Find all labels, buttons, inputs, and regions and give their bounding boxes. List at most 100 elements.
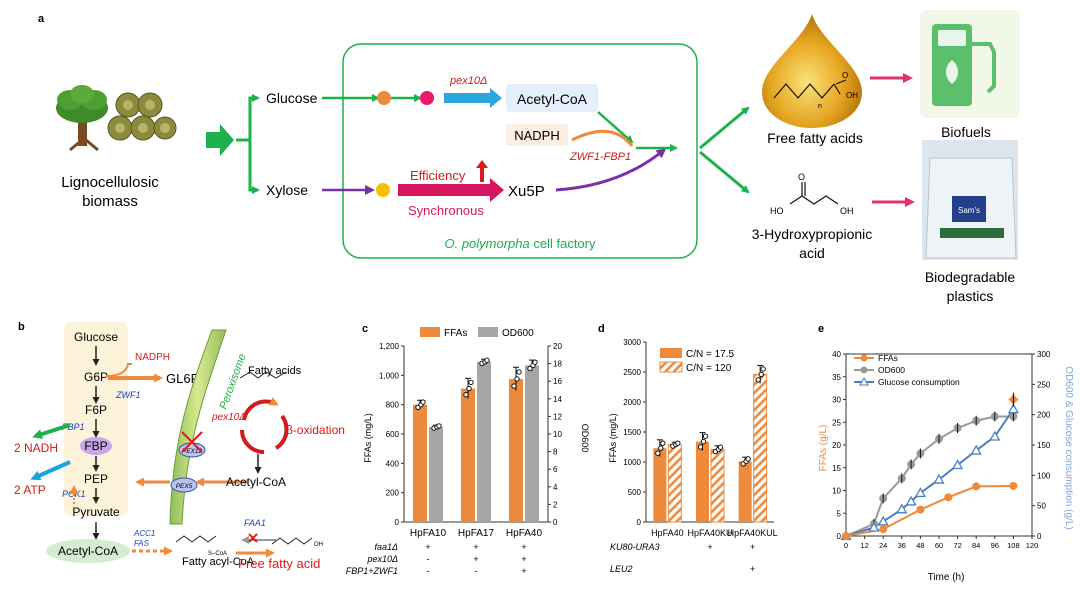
c-genotype-mark: + — [425, 542, 430, 552]
d-legend-swatch-17 — [660, 348, 682, 358]
d-replicate-dot — [702, 433, 709, 439]
e-ytick-label-left: 25 — [832, 418, 841, 427]
d-bar-cn120 — [667, 444, 682, 523]
nadph-box — [506, 124, 568, 146]
d-category-label: HpFA40 — [651, 528, 684, 538]
d-replicate-dot — [758, 371, 764, 378]
c-bar-ffa — [509, 379, 523, 522]
e-legend-marker — [859, 376, 869, 386]
e-xtick-label: 84 — [972, 541, 980, 550]
c-replicate-dot — [436, 423, 442, 429]
c-replicate-dot — [463, 391, 469, 398]
b-faa1-deleted-icon — [248, 533, 258, 543]
e-point-glucose — [951, 459, 964, 470]
xu5p-label: Xu5P — [508, 183, 545, 200]
biomass-label-1: Lignocellulosic — [61, 174, 159, 191]
d-genotype-mark: + — [750, 542, 755, 552]
b-pex5: PEX5 — [176, 483, 193, 490]
b-fas: FAS — [134, 539, 150, 548]
e-ytick-label-right: 200 — [1037, 411, 1051, 420]
b-fbp-node — [80, 437, 112, 455]
d-ytick-label: 3000 — [623, 338, 641, 347]
acetyl-to-hub-arrow — [597, 111, 634, 144]
c-replicate-dot — [484, 357, 490, 363]
panel-e: e FFAs (g/L) OD600 & Glucose consumption… — [818, 323, 1074, 583]
b-acc1: ACC1 — [133, 529, 155, 538]
e-point-ffa — [972, 482, 981, 491]
c-genotype-mark: - — [427, 566, 430, 576]
e-line-od — [845, 415, 1014, 537]
c-replicate-dot — [468, 379, 474, 386]
xylose-split-arrow — [236, 138, 260, 194]
3hp-molecule-icon: O HO OH — [770, 172, 854, 216]
b-pex12-deleted-icon — [181, 431, 203, 453]
c-ylabel-left: FFAs (mg/L) — [363, 413, 373, 463]
c-ytick-label-left: 800 — [386, 401, 400, 410]
biomass-label-2: biomass — [82, 193, 138, 210]
e-point-glucose — [877, 515, 889, 526]
b-atp-arrow — [30, 460, 71, 481]
efficiency-up-icon — [476, 160, 488, 182]
e-xtick-label: 0 — [844, 541, 848, 550]
e-ytick-label-left: 5 — [837, 509, 842, 518]
efficiency-label: Efficiency — [410, 168, 466, 183]
d-genotype-mark: + — [707, 542, 712, 552]
c-bar-ffa — [461, 388, 475, 522]
c-replicate-dot — [532, 359, 538, 365]
e-legend-label: FFAs — [878, 353, 898, 363]
c-replicate-dot — [516, 369, 522, 375]
d-ytick-label: 2000 — [623, 398, 641, 407]
e-ytick-label-right: 100 — [1037, 471, 1051, 480]
fuel-pump-icon — [920, 10, 1020, 118]
c-bar-od — [429, 426, 443, 522]
c-genotype-mark: + — [521, 566, 526, 576]
e-point-glucose — [970, 444, 982, 455]
c-replicate-dot — [511, 383, 517, 389]
panel-label-d: d — [598, 323, 605, 335]
b-beta-oxidation: β-oxidation — [286, 423, 345, 437]
c-bar-ffa — [413, 404, 427, 522]
c-ytick-label-right: 2 — [553, 500, 558, 509]
e-ytick-label-left: 40 — [832, 350, 841, 359]
b-ffa-oh: OH — [314, 542, 323, 548]
e-ytick-label-left: 15 — [832, 464, 841, 473]
b-g6p: G6P — [84, 370, 108, 384]
d-replicate-dot — [700, 438, 707, 445]
d-bar-cn120 — [753, 373, 768, 523]
e-legend-label: OD600 — [878, 365, 905, 375]
b-fbp1: FBP1 — [62, 422, 85, 432]
panel-label-a: a — [38, 13, 45, 25]
b-f6p: F6P — [85, 403, 107, 417]
3hp-oh: OH — [840, 206, 854, 216]
d-replicate-dot — [755, 377, 761, 383]
ffa-molecule-oh: OH — [846, 91, 858, 100]
d-legend-17: C/N = 17.5 — [686, 349, 735, 360]
panel-label-c: c — [362, 323, 368, 335]
c-genotype-name: FBP1+ZWF1 — [346, 566, 398, 576]
e-ytick-label-left: 20 — [832, 441, 841, 450]
nadph-label-a: NADPH — [514, 128, 560, 143]
e-ytick-label-left: 30 — [832, 396, 841, 405]
pex10-label-a: pex10Δ — [449, 75, 487, 87]
d-genotype-mark: + — [750, 564, 755, 574]
e-ytick-label-right: 50 — [1037, 502, 1046, 511]
b-gl6p: GL6P — [166, 371, 199, 386]
b-fa-chain — [239, 371, 287, 379]
b-acyl-chain — [175, 535, 217, 543]
d-legend: C/N = 17.5 C/N = 120 — [659, 348, 735, 374]
c-ytick-label-right: 16 — [553, 377, 562, 386]
e-ytick-label-left: 0 — [837, 532, 842, 541]
plastics-label-1: Biodegradable — [925, 269, 1016, 285]
b-faa1: FAA1 — [244, 518, 266, 528]
c-genotype-mark: + — [473, 542, 478, 552]
c-category-label: HpFA40 — [506, 528, 543, 539]
d-replicate-dot — [745, 456, 751, 462]
3hp-label-2: acid — [799, 245, 825, 261]
d-replicate-dot — [655, 450, 661, 456]
c-bar-od — [525, 365, 539, 522]
synchronous-arrow — [398, 178, 504, 202]
c-replicate-dot — [514, 376, 520, 382]
e-point-ffa — [879, 525, 888, 534]
